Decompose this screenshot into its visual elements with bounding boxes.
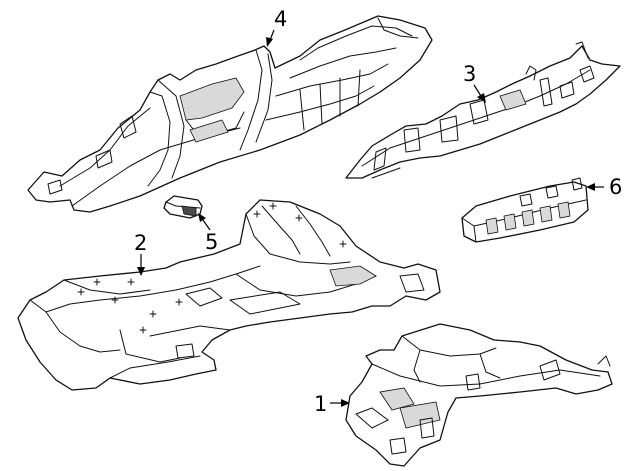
part-4-instrument-panel[interactable]	[27, 15, 433, 213]
callout-1-label: 1	[314, 392, 327, 416]
callout-3-label: 3	[463, 62, 476, 86]
callout-1: 1	[314, 392, 350, 416]
callout-6: 6	[586, 175, 622, 199]
callout-5-label: 5	[205, 230, 218, 254]
callout-6-label: 6	[609, 175, 622, 199]
part-5-clip[interactable]	[163, 195, 203, 219]
callout-4-label: 4	[274, 7, 287, 31]
callout-3: 3	[463, 62, 486, 103]
callout-4: 4	[266, 7, 287, 47]
part-2-floor-pan[interactable]	[17, 199, 441, 391]
part-3-crossmember[interactable]	[345, 41, 621, 179]
callout-5: 5	[198, 213, 218, 254]
part-1-bracket[interactable]	[345, 323, 613, 467]
callout-2-label: 2	[134, 231, 147, 255]
fastener-marks	[77, 202, 347, 334]
callout-2: 2	[134, 231, 147, 276]
part-6-module[interactable]	[461, 177, 589, 243]
